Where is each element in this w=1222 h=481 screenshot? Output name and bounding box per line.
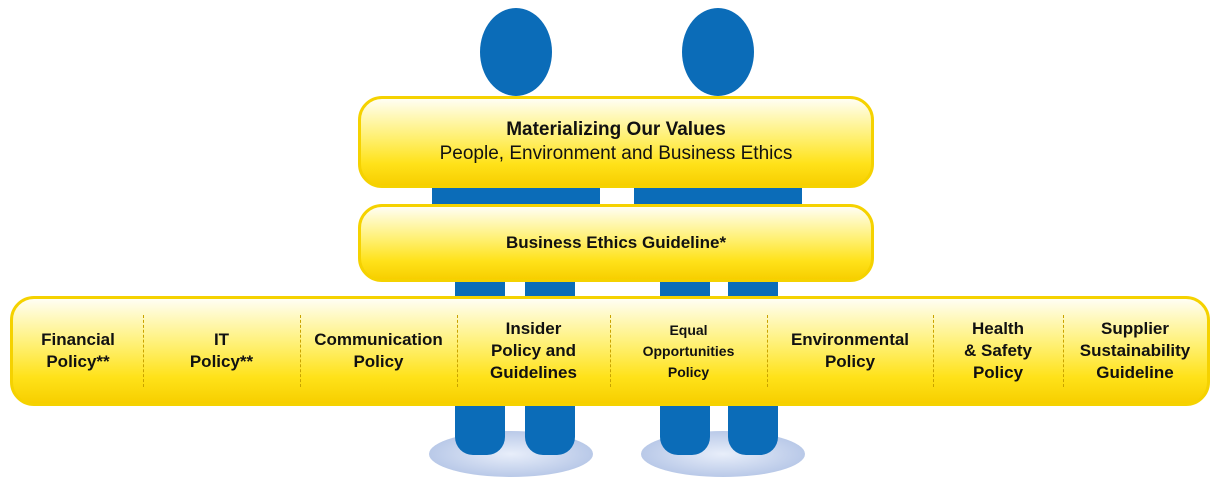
policy-financial: Financial Policy** xyxy=(41,330,115,371)
policy-health-safety: Health & Safety Policy xyxy=(933,299,1063,403)
values-banner: Materializing Our Values People, Environ… xyxy=(358,96,874,188)
policy-insider: Insider Policy and Guidelines xyxy=(457,299,610,403)
policy-communication: Communication Policy xyxy=(300,299,457,403)
policy-banner: Financial Policy** IT Policy** Communica… xyxy=(10,296,1210,406)
values-title: Materializing Our Values xyxy=(506,119,726,140)
policy-supplier-sustainability: Supplier Sustainability Guideline xyxy=(1063,299,1207,403)
policy-environmental: Environmental Policy xyxy=(767,299,933,403)
values-subtitle: People, Environment and Business Ethics xyxy=(439,143,793,164)
policy-equal-opportunities: Equal Opportunities Policy xyxy=(610,299,767,403)
policy-it: IT Policy** xyxy=(143,299,300,403)
ethics-banner: Business Ethics Guideline* xyxy=(358,204,874,282)
ethics-guideline-label: Business Ethics Guideline* xyxy=(505,233,727,252)
